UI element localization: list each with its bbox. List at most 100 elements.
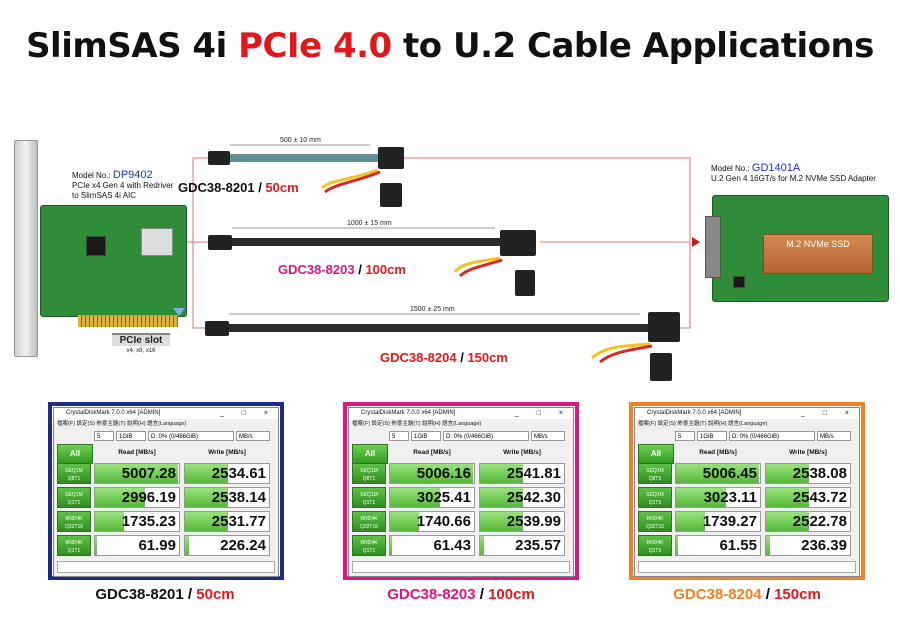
write-bar bbox=[766, 464, 809, 483]
pcie-card bbox=[40, 205, 187, 317]
write-header: Write [MB/s] bbox=[503, 449, 541, 456]
crystaldiskmark-window-1: CrystalDiskMark 7.0.0 x64 [ADMIN]_ □ × 檔案… bbox=[53, 407, 279, 577]
size-select[interactable]: 1GiB bbox=[697, 431, 727, 441]
pcie-bracket bbox=[14, 140, 38, 357]
all-button[interactable]: All bbox=[638, 444, 674, 464]
window-title: CrystalDiskMark 7.0.0 x64 [ADMIN]_ □ × bbox=[54, 408, 278, 419]
title-accent: PCIe 4.0 bbox=[238, 26, 392, 66]
write-bar bbox=[185, 536, 190, 555]
read-value: 61.99 bbox=[94, 535, 180, 556]
read-value: 61.43 bbox=[389, 535, 475, 556]
cable-1-label: GDC38-8201 / 50cm bbox=[178, 180, 299, 195]
window-controls-icon[interactable]: _ □ × bbox=[514, 410, 571, 417]
read-value: 3025.41 bbox=[389, 487, 475, 508]
crystaldiskmark-window-3: CrystalDiskMark 7.0.0 x64 [ADMIN]_ □ ×檔案… bbox=[634, 407, 860, 577]
window-controls-icon[interactable]: _ □ × bbox=[800, 410, 857, 417]
cable-1 bbox=[208, 144, 404, 207]
cable-3-label: GDC38-8204 / 150cm bbox=[380, 350, 508, 365]
crystaldiskmark-window-2: CrystalDiskMark 7.0.0 x64 [ADMIN]_ □ ×檔案… bbox=[348, 407, 574, 577]
arrow-right-icon bbox=[692, 237, 700, 247]
write-bar bbox=[766, 488, 809, 507]
read-value: 3023.11 bbox=[675, 487, 761, 508]
write-value: 2543.72 bbox=[765, 487, 851, 508]
count-select[interactable]: 5 bbox=[94, 431, 114, 441]
unit-select[interactable]: MB/s bbox=[817, 431, 851, 441]
write-bar bbox=[185, 488, 228, 507]
read-bar bbox=[95, 512, 125, 531]
read-value: 5006.16 bbox=[389, 463, 475, 484]
unit-select[interactable]: MB/s bbox=[531, 431, 565, 441]
read-bar bbox=[676, 512, 706, 531]
write-bar bbox=[480, 488, 523, 507]
pcie-gold-fingers bbox=[78, 315, 178, 327]
write-header: Write [MB/s] bbox=[789, 449, 827, 456]
drive-select[interactable]: D: 0% (0/466GiB) bbox=[148, 431, 234, 441]
cable-2-label: GDC38-8203 / 100cm bbox=[278, 262, 406, 277]
write-value: 2531.77 bbox=[184, 511, 270, 532]
bench-frame-3 bbox=[629, 402, 865, 580]
u2-connector bbox=[705, 216, 721, 278]
window-menu[interactable]: 檔案(F) 設定(S) 佈景主題(T) 說明(H) 語言(Language) bbox=[352, 421, 482, 427]
page-title: SlimSAS 4i PCIe 4.0 to U.2 Cable Applica… bbox=[26, 26, 874, 66]
size-select[interactable]: 1GiB bbox=[411, 431, 441, 441]
cable-3-dimension: 1500 ± 25 mm bbox=[408, 306, 457, 313]
left-model-label: Model No.: DP9402 PCIe x4 Gen 4 with Red… bbox=[72, 169, 174, 201]
write-value: 236.39 bbox=[765, 535, 851, 556]
status-bar bbox=[57, 561, 275, 573]
read-header: Read [MB/s] bbox=[118, 449, 156, 456]
read-value: 1740.66 bbox=[389, 511, 475, 532]
read-value: 5007.28 bbox=[94, 463, 180, 484]
read-bar bbox=[390, 488, 441, 507]
write-value: 2542.30 bbox=[479, 487, 565, 508]
size-select[interactable]: 1GiB bbox=[116, 431, 146, 441]
read-bar bbox=[95, 464, 179, 483]
drive-select[interactable]: D: 0% (0/466GiB) bbox=[729, 431, 815, 441]
read-bar bbox=[95, 488, 146, 507]
write-bar bbox=[185, 464, 228, 483]
write-bar bbox=[480, 512, 523, 531]
write-value: 2522.78 bbox=[765, 511, 851, 532]
window-menu[interactable]: 檔案(F) 設定(S) 佈景主題(T) 說明(H) 語言(Language) bbox=[57, 421, 187, 427]
read-header: Read [MB/s] bbox=[413, 449, 451, 456]
redriver-chip bbox=[86, 236, 106, 256]
read-bar bbox=[390, 464, 474, 483]
count-select[interactable]: 5 bbox=[675, 431, 695, 441]
unit-select[interactable]: MB/s bbox=[236, 431, 270, 441]
m2-ssd: M.2 NVMe SSD bbox=[763, 234, 873, 274]
all-button[interactable]: All bbox=[352, 444, 388, 464]
drive-select[interactable]: D: 0% (0/466GiB) bbox=[443, 431, 529, 441]
read-value: 1735.23 bbox=[94, 511, 180, 532]
bench-frame-2 bbox=[343, 402, 579, 580]
write-bar bbox=[766, 512, 809, 531]
read-value: 2996.19 bbox=[94, 487, 180, 508]
write-value: 235.57 bbox=[479, 535, 565, 556]
caption-2: GDC38-8203 / 100cm bbox=[387, 586, 535, 603]
read-bar bbox=[390, 536, 392, 555]
write-bar bbox=[185, 512, 228, 531]
cable-2 bbox=[208, 227, 536, 296]
window-menu[interactable]: 檔案(F) 設定(S) 佈景主題(T) 說明(H) 語言(Language) bbox=[638, 421, 768, 427]
read-value: 1739.27 bbox=[675, 511, 761, 532]
bench-frame-1 bbox=[48, 402, 284, 580]
write-value: 2539.99 bbox=[479, 511, 565, 532]
caption-1: GDC38-8201 / 50cm bbox=[95, 586, 235, 603]
all-button[interactable]: All bbox=[57, 444, 93, 464]
u2-adapter-card: M.2 NVMe SSD bbox=[705, 195, 889, 302]
window-controls-icon[interactable]: _ □ × bbox=[219, 410, 276, 417]
count-select[interactable]: 5 bbox=[389, 431, 409, 441]
